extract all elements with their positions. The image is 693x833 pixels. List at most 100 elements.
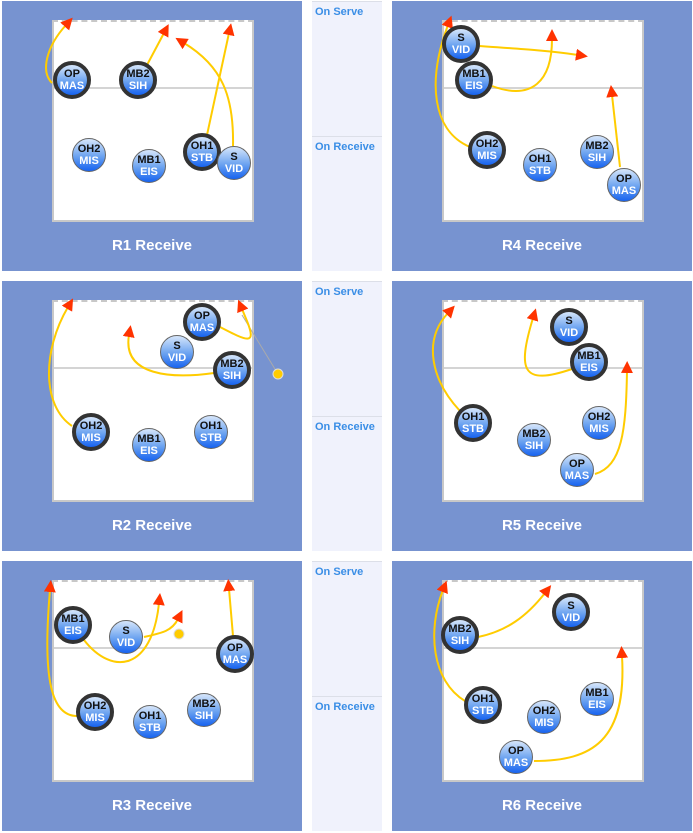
player-name: VID [224,163,244,175]
player-name: SIH [450,635,470,647]
player-name: VID [116,637,136,649]
player-name: STB [200,432,222,444]
player-name: STB [529,165,551,177]
route-arrow [478,45,588,61]
court [442,580,644,782]
player-name: EIS [588,699,606,711]
player-role: OH1 [199,420,223,432]
player-role: S [565,315,573,327]
route-arrow [146,24,169,66]
player-name: MAS [503,757,529,769]
on-serve-link[interactable]: On Serve [315,6,364,18]
player-role: S [173,340,181,352]
court [442,300,644,502]
route-arrow [143,610,183,638]
player-role: S [230,151,238,163]
player-name: MIS [85,712,105,724]
rotation-sidebar: On Serve On Receive [312,1,382,271]
player-role: OP [508,745,524,757]
route-arrow [83,593,165,664]
drag-handle[interactable] [173,628,185,640]
player-name: VID [451,44,471,56]
player-role: MB1 [137,154,161,166]
player-role: MB1 [61,613,85,625]
player-name: MIS [589,423,609,435]
panel-title: R4 Receive [501,237,583,254]
player-name: EIS [64,625,82,637]
on-serve-link[interactable]: On Serve [315,286,364,298]
movement-routes [45,17,235,147]
movement-routes [434,15,621,168]
player-name: MIS [79,155,99,167]
on-serve-link[interactable]: On Serve [315,566,364,578]
net-line [54,367,252,369]
player-role: MB1 [137,433,161,445]
player-role: MB2 [448,623,472,635]
route-arrow [223,579,236,637]
player-role: OH1 [138,710,162,722]
player-role: OH1 [190,140,214,152]
panel-title: R1 Receive [111,237,193,254]
route-arrow [432,305,461,412]
on-receive-link[interactable]: On Receive [315,701,375,713]
divider [312,1,382,2]
net-line [54,647,252,649]
route-arrow [533,646,629,762]
route-arrow [606,85,621,168]
panel-title: R3 Receive [111,797,193,814]
movement-routes [432,305,633,475]
player-role: MB2 [192,698,216,710]
on-receive-link[interactable]: On Receive [315,141,375,153]
drag-handle[interactable] [272,368,284,380]
player-role: OP [616,173,632,185]
route-arrow [523,308,573,377]
player-role: OP [64,68,80,80]
route-arrow [433,580,466,702]
player-role: S [122,625,130,637]
on-receive-link[interactable]: On Receive [315,421,375,433]
player-role: MB2 [522,428,546,440]
player-name: SIH [587,152,607,164]
player-name: VID [561,612,581,624]
route-arrow [175,37,235,147]
